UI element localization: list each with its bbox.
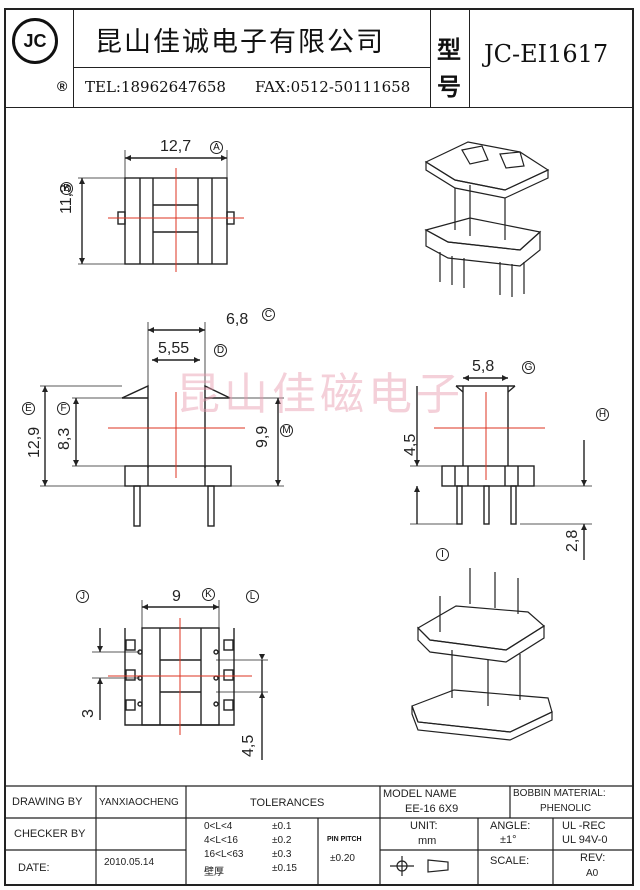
- company-logo: JC: [12, 18, 58, 64]
- model-label-line2: 号: [437, 72, 461, 101]
- angle-value: ±1°: [500, 834, 517, 846]
- dim-bottom-span: 4,5: [240, 734, 257, 757]
- dim-side-width: 5,8: [472, 358, 495, 375]
- unit-label: UNIT:: [410, 820, 438, 832]
- dim-side-height: 4,5: [402, 433, 419, 456]
- top-view: [78, 150, 235, 265]
- title-block-grid: [4, 785, 634, 886]
- bobbin-material-label: BOBBIN MATERIAL:: [513, 788, 606, 799]
- angle-label: ANGLE:: [490, 820, 531, 832]
- registered-mark: ®: [57, 78, 68, 94]
- tol-range-1: 0<L<4: [204, 821, 233, 832]
- marker-f: F: [57, 402, 70, 415]
- isometric-bottom: [411, 568, 553, 741]
- ul-rec: UL -REC: [562, 820, 606, 832]
- dim-bottom-width: 9: [172, 588, 181, 605]
- marker-a: A: [210, 141, 223, 154]
- marker-d: D: [214, 344, 227, 357]
- tol-value-2: ±0.2: [272, 835, 292, 846]
- watermark: 昆山佳磁电子: [176, 369, 464, 420]
- dim-front-height-body: 8,3: [56, 427, 73, 450]
- rev-label: REV:: [580, 852, 606, 864]
- marker-i: I: [436, 548, 449, 561]
- company-fax: FAX:0512-50111658: [255, 78, 411, 96]
- front-view: [40, 322, 284, 527]
- ul-94v0: UL 94V-0: [562, 834, 608, 846]
- dim-pin-length: 2,8: [564, 529, 581, 552]
- marker-m: M: [280, 424, 293, 437]
- marker-c: C: [262, 308, 275, 321]
- marker-l: L: [246, 590, 259, 603]
- company-name: 昆山佳诚电子有限公司: [95, 27, 385, 58]
- logo-text: JC: [23, 30, 47, 51]
- marker-g: G: [522, 361, 535, 374]
- date-label: DATE:: [18, 862, 50, 874]
- header-model-code-cell: [469, 8, 634, 108]
- tol-value-1: ±0.1: [272, 821, 292, 832]
- date-value: 2010.05.14: [104, 857, 155, 868]
- tol-range-3: 16<L<63: [204, 849, 244, 860]
- company-tel: TEL:18962647658: [85, 78, 226, 96]
- unit-value: mm: [418, 835, 437, 847]
- drawing-by-value: YANXIAOCHENG: [99, 797, 179, 808]
- pin-pitch-value: ±0.20: [330, 853, 355, 864]
- dim-front-width-outer: 6,8: [226, 311, 249, 328]
- model-name-label: MODEL NAME: [383, 788, 457, 800]
- pin-pitch-label: PIN PITCH: [327, 836, 362, 843]
- dim-front-width-inner: 5,55: [158, 340, 190, 357]
- center-lines: [108, 168, 545, 735]
- model-code: JC-EI1617: [484, 40, 609, 68]
- model-label-line1: 型: [437, 35, 461, 64]
- tol-value-3: ±0.3: [272, 849, 292, 860]
- marker-k: K: [202, 588, 215, 601]
- drawing-by-label: DRAWING BY: [12, 796, 83, 808]
- marker-b: B: [60, 182, 73, 195]
- drawing-frame: [4, 8, 634, 886]
- rev-value: A0: [586, 868, 599, 879]
- marker-j: J: [76, 590, 89, 603]
- bobbin-material-value: PHENOLIC: [540, 803, 592, 814]
- dimension-arrows: [42, 155, 587, 698]
- checker-by-label: CHECKER BY: [14, 828, 86, 840]
- dim-front-height-core: 9,9: [254, 425, 271, 448]
- tolerances-label: TOLERANCES: [250, 797, 325, 809]
- dim-bottom-pitch: 3: [80, 709, 97, 718]
- marker-h: H: [596, 408, 609, 421]
- dim-top-width: 12,7: [160, 138, 192, 155]
- tol-range-4: 壁厚: [204, 867, 224, 878]
- model-name-value: EE-16 6X9: [405, 803, 459, 815]
- tol-range-2: 4<L<16: [204, 835, 238, 846]
- dim-front-height-total: 12,9: [26, 426, 43, 458]
- isometric-top: [424, 141, 550, 297]
- marker-e: E: [22, 402, 35, 415]
- tol-value-4: ±0.15: [272, 863, 297, 874]
- scale-label: SCALE:: [490, 855, 530, 867]
